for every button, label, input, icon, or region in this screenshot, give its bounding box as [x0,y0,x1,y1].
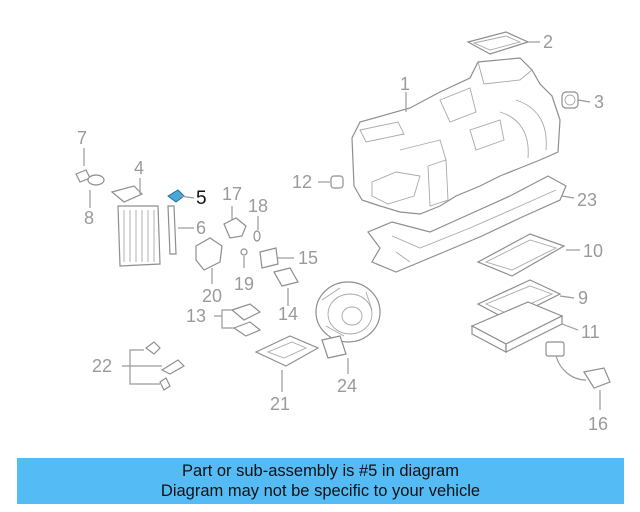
leader-lines [83,41,601,410]
callout-labels: 1 2 3 4 5 6 7 8 9 10 11 12 13 14 15 16 1… [77,32,608,434]
filter-part-10 [476,233,566,277]
callout-2: 2 [543,32,553,52]
callout-13: 13 [186,306,206,326]
banner-line-1: Part or sub-assembly is #5 in diagram [182,462,459,480]
parts-diagram: 1 2 3 4 5 6 7 8 9 10 11 12 13 14 15 16 1… [75,31,611,434]
connector-part-17 [223,217,247,239]
hardware-part-22 [145,341,185,391]
callout-1: 1 [400,74,410,94]
callout-7: 7 [77,128,87,148]
banner-line-2: Diagram may not be specific to your vehi… [160,482,481,500]
callout-12: 12 [292,172,312,192]
sensor-part-15 [259,247,279,269]
fitting-part-8 [87,174,105,186]
callout-23: 23 [577,190,597,210]
callout-24: 24 [337,376,357,396]
pin-part-19 [240,248,248,256]
callout-4: 4 [134,158,144,178]
callout-14: 14 [278,304,298,324]
pin-part-18 [253,230,261,242]
callout-11: 11 [581,322,600,342]
callout-22: 22 [92,356,112,376]
blower-motor-part [315,281,381,359]
small-sensor-part [273,267,299,287]
plug-part [561,91,579,109]
callout-10: 10 [583,241,603,261]
callout-17: 17 [222,184,242,204]
duct-part [367,175,567,273]
callout-3: 3 [594,92,604,112]
callout-5: 5 [196,188,207,209]
callout-16: 16 [588,414,608,434]
pipe-part [167,205,177,255]
clip-pair-part-13 [230,303,262,337]
callout-15: 15 [298,248,318,268]
resistor-part [254,335,320,367]
callout-18: 18 [248,196,268,216]
hvac-case-assembly [351,57,561,215]
heater-core-part [110,185,161,267]
callout-21: 21 [270,394,290,414]
callout-9: 9 [578,288,588,308]
clip-part [330,175,344,189]
callout-19: 19 [234,274,254,294]
actuator-part [195,237,223,271]
callout-8: 8 [84,208,94,228]
filter-part-11 [470,301,564,353]
info-banner: Part or sub-assembly is #5 in diagram Di… [17,458,624,504]
sensor-part [545,341,611,389]
gasket-part [466,31,530,55]
callout-20: 20 [202,286,222,306]
callout-6: 6 [196,218,206,238]
